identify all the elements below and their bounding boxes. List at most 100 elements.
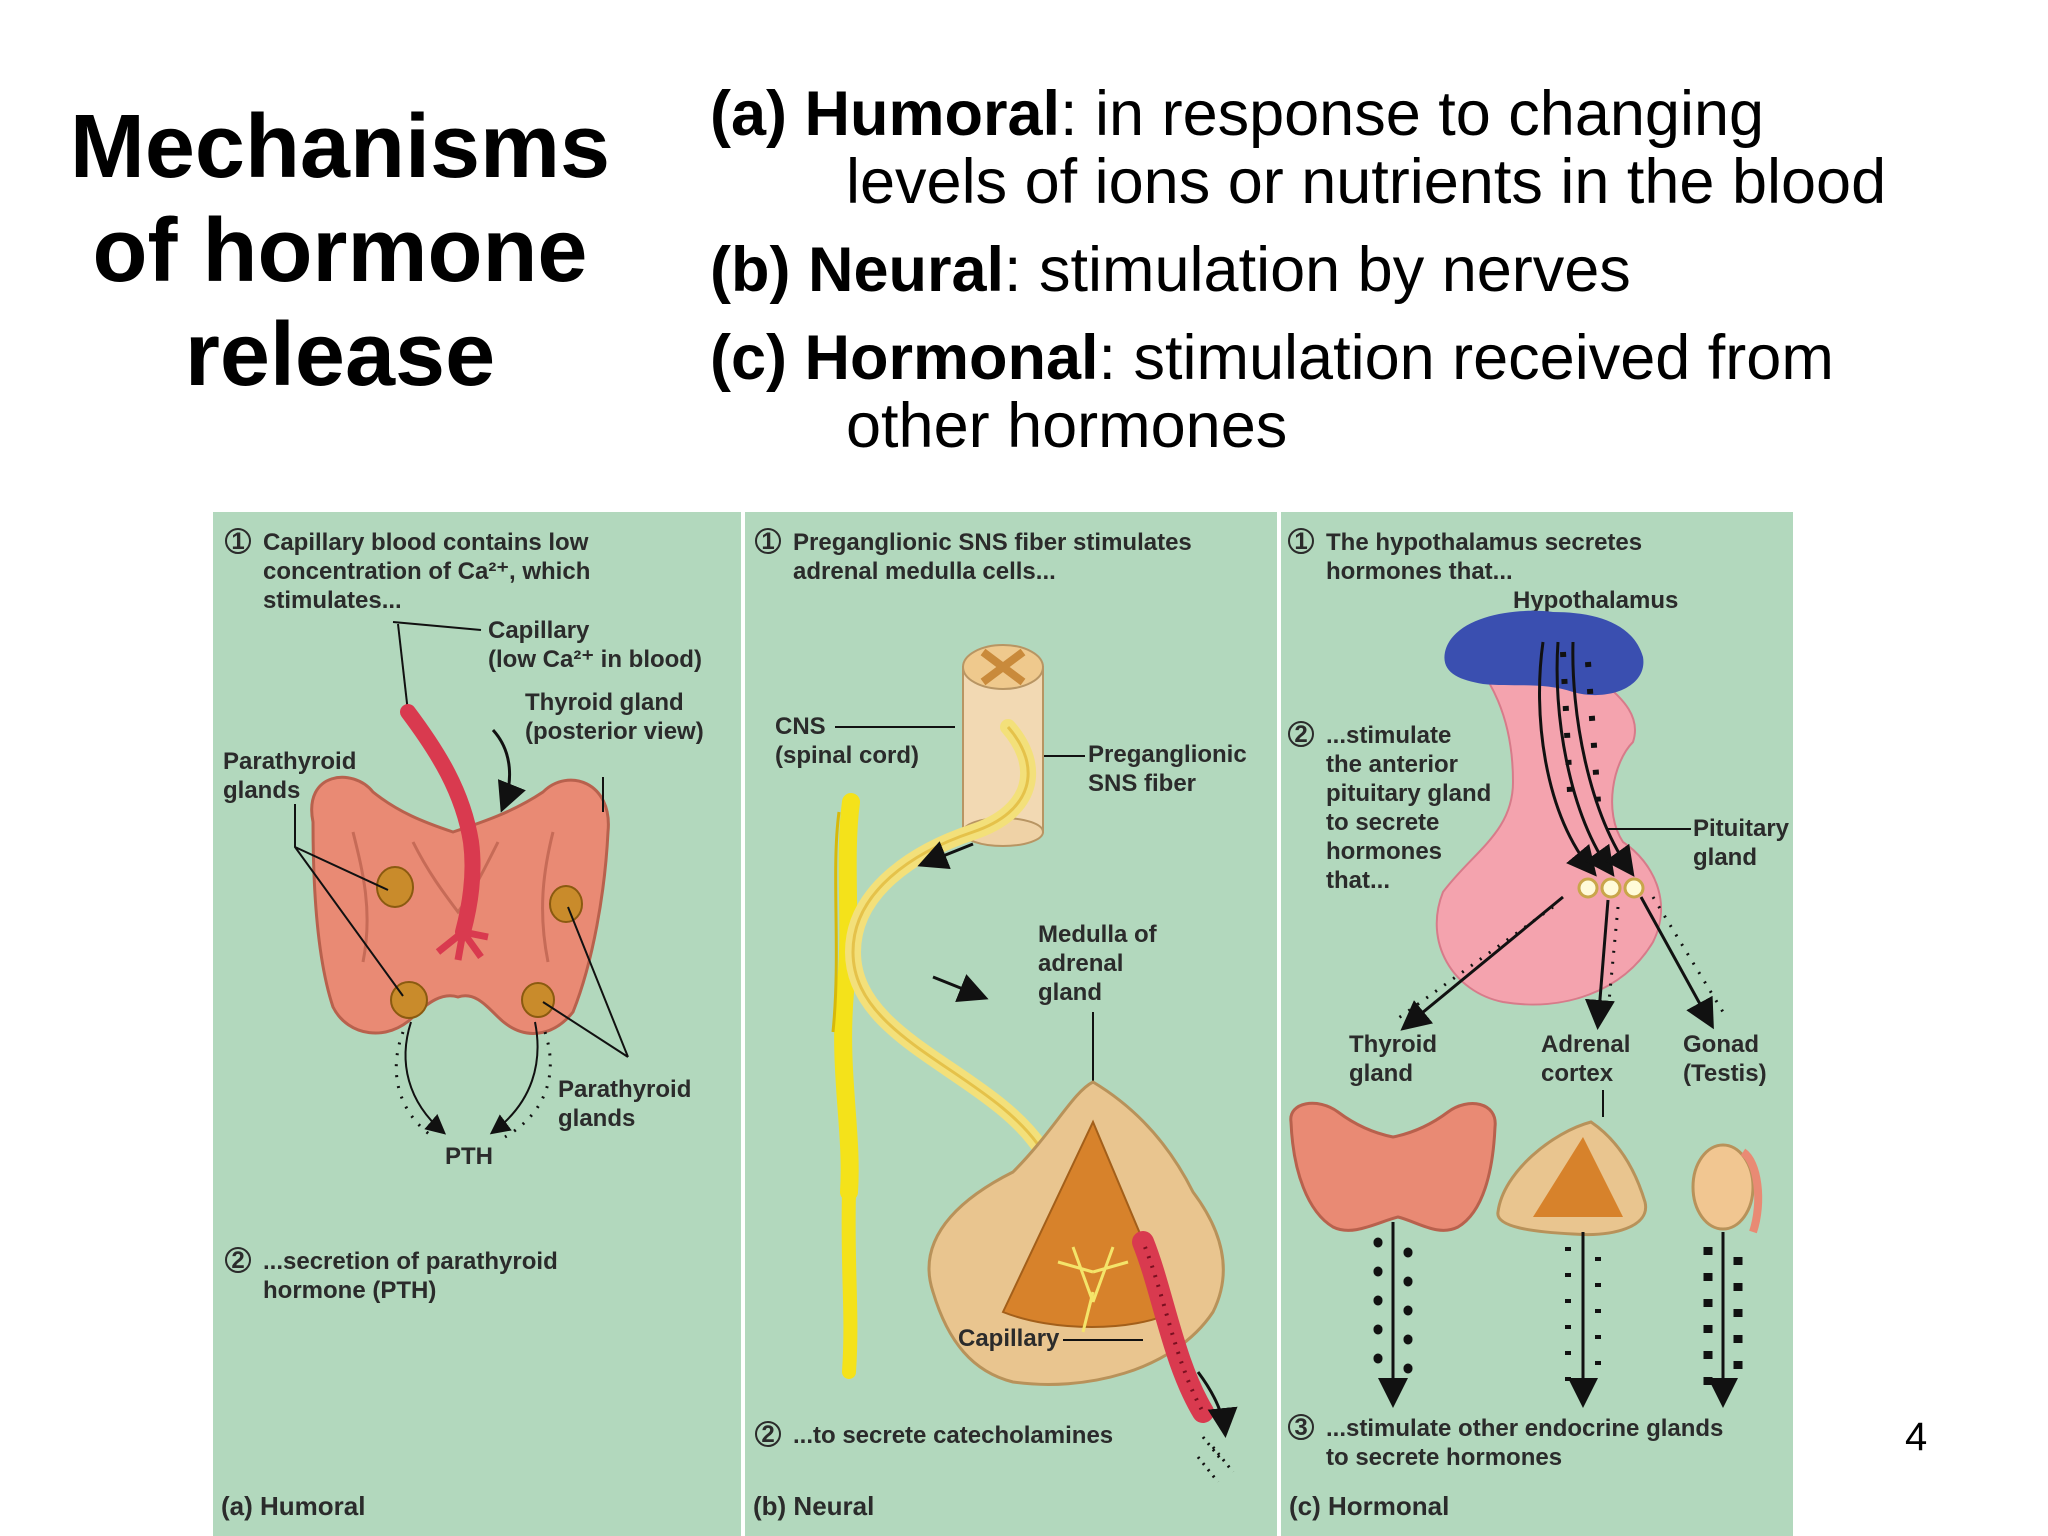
- capillary-label: (low Ca²⁺ in blood): [488, 646, 702, 673]
- definition-humoral: (a) Humoral: in response to changing lev…: [710, 80, 2030, 216]
- hypothalamus: [1444, 610, 1644, 696]
- flow-arrow: [491, 728, 526, 813]
- step2-line: ...stimulate: [1326, 722, 1451, 749]
- pituitary-label: Pituitary: [1693, 815, 1790, 842]
- definition-neural: (b) Neural: stimulation by nerves: [710, 236, 2030, 304]
- definition-list: (a) Humoral: in response to changing lev…: [710, 80, 2030, 480]
- capillary-ring: [1600, 877, 1622, 899]
- definition-term: Neural: [807, 235, 1005, 305]
- target-dots: [1651, 896, 1725, 1013]
- thyroid-gland: [310, 775, 610, 1035]
- page-number: 4: [1905, 1415, 1928, 1459]
- step-number-circle: [225, 1247, 251, 1273]
- gonad-label: Gonad: [1683, 1031, 1759, 1058]
- panel-hormonal: 1 The hypothalamus secretes hormones tha…: [1288, 528, 1790, 1521]
- step2-line: that...: [1326, 867, 1390, 894]
- step-number: 1: [231, 528, 244, 555]
- capillary-label: Capillary: [488, 617, 590, 644]
- capillary-label: Capillary: [958, 1325, 1060, 1352]
- flow-arrow: [917, 841, 974, 870]
- target-thyroid: [1289, 1101, 1497, 1232]
- step-number: 2: [761, 1421, 774, 1448]
- step3-line: to secrete hormones: [1326, 1444, 1562, 1471]
- parathyroid-label-right: Parathyroid: [558, 1076, 691, 1103]
- medulla-label: gland: [1038, 979, 1102, 1006]
- grey-matter: [980, 648, 1026, 686]
- nerve-endings: [1057, 1246, 1129, 1333]
- cns-label: CNS: [775, 713, 826, 740]
- step-number-circle: [1288, 1414, 1314, 1440]
- step1-line: Preganglionic SNS fiber stimulates: [793, 529, 1192, 556]
- panel-footer: (b) Neural: [753, 1491, 874, 1521]
- step-number: 2: [1294, 721, 1307, 748]
- parathyroid-label-left: glands: [223, 777, 300, 804]
- pth-arrow: [489, 1021, 539, 1135]
- title-line: release: [184, 305, 496, 405]
- step2-line: hormones: [1326, 838, 1442, 865]
- flow-arrow: [1196, 1371, 1238, 1438]
- panel-footer: (c) Hormonal: [1289, 1491, 1449, 1521]
- figure-svg: 1 Capillary blood contains low concentra…: [213, 512, 1793, 1536]
- step2-line: to secrete: [1326, 809, 1439, 836]
- definition-letter: (c): [710, 323, 805, 393]
- definition-term: Hormonal: [804, 323, 1099, 393]
- adrenal-label: cortex: [1541, 1060, 1614, 1087]
- adrenal-label: Adrenal: [1541, 1031, 1630, 1058]
- panel-humoral: 1 Capillary blood contains low concentra…: [221, 528, 704, 1521]
- step-number: 1: [1294, 528, 1307, 555]
- cns-label: (spinal cord): [775, 742, 919, 769]
- definition-text: : stimulation by nerves: [1004, 235, 1631, 305]
- sympathetic-chain: [834, 793, 860, 1201]
- target-arrow: [1400, 895, 1564, 1031]
- panel-humoral-bg: [213, 512, 741, 1536]
- parathyroid-label-left: Parathyroid: [223, 748, 356, 775]
- portal-arrow: [1571, 641, 1635, 877]
- thyroid-label: gland: [1349, 1060, 1413, 1087]
- step1-line: The hypothalamus secretes: [1326, 529, 1642, 556]
- definition-continuation: other hormones: [846, 391, 1288, 461]
- definition-letter: (b): [710, 235, 808, 305]
- slide-title: Mechanisms of hormone release: [40, 95, 640, 407]
- thyroid-label: Thyroid gland: [525, 689, 684, 716]
- medulla-label: Medulla of: [1038, 921, 1158, 948]
- panel-neural: 1 Preganglionic SNS fiber stimulates adr…: [753, 528, 1247, 1521]
- step2-line: ...to secrete catecholamines: [793, 1422, 1113, 1449]
- step-number-circle: [1288, 721, 1314, 747]
- step-number: 2: [231, 1247, 244, 1274]
- step-number: 1: [761, 528, 774, 555]
- step-number-circle: [225, 528, 251, 554]
- gonad-label: (Testis): [1683, 1060, 1767, 1087]
- definition-letter: (a): [710, 79, 805, 149]
- hypothalamus-label: Hypothalamus: [1513, 587, 1678, 614]
- step-number: 3: [1294, 1414, 1307, 1441]
- step1-line: stimulates...: [263, 587, 402, 614]
- parathyroid-leader: [294, 804, 404, 997]
- capillary-vessel: [400, 704, 481, 940]
- pth-arrow: [404, 1021, 447, 1135]
- thyroid-label: (posterior view): [525, 718, 704, 745]
- parathyroid-gland: [549, 885, 583, 923]
- pituitary-gland: [1435, 641, 1662, 1006]
- target-testis: [1691, 1143, 1755, 1231]
- adrenal-capillary: [1132, 1231, 1214, 1423]
- parathyroid-leader: [542, 906, 629, 1058]
- pth-label: PTH: [445, 1143, 493, 1170]
- step-number-circle: [755, 1421, 781, 1447]
- step2-line: ...secretion of parathyroid: [263, 1248, 558, 1275]
- definition-term: Humoral: [804, 79, 1061, 149]
- catecholamine-dots: [1196, 1436, 1235, 1483]
- definition-hormonal: (c) Hormonal: stimulation received from …: [710, 324, 2030, 460]
- capillary-ring: [1577, 877, 1599, 899]
- parathyroid-label-right: glands: [558, 1105, 635, 1132]
- hormone-release-figure: 1 Capillary blood contains low concentra…: [213, 512, 1793, 1536]
- capillary-leader: [392, 621, 482, 631]
- step-number-circle: [755, 528, 781, 554]
- parathyroid-gland: [521, 982, 555, 1018]
- step1-line: adrenal medulla cells...: [793, 558, 1056, 585]
- definition-text: : stimulation received from: [1098, 323, 1834, 393]
- flow-arrow: [932, 974, 989, 1003]
- definition-continuation: levels of ions or nutrients in the blood: [846, 147, 1887, 217]
- sympathetic-chain: [841, 1185, 858, 1379]
- pituitary-label: gland: [1693, 844, 1757, 871]
- step1-line: hormones that...: [1326, 558, 1513, 585]
